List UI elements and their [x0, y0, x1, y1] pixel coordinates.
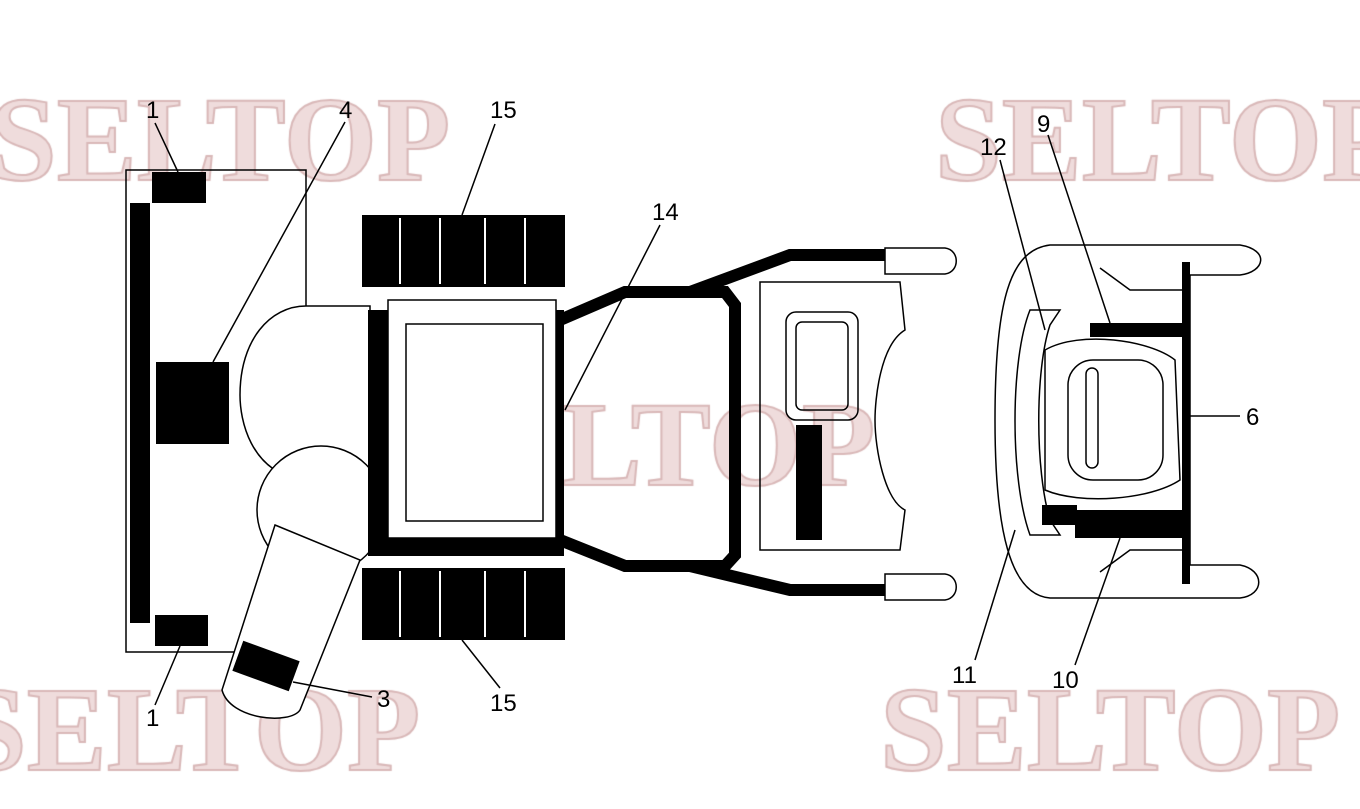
- callout-14: 14: [652, 199, 679, 226]
- machine-top-view: [125, 169, 957, 719]
- decal-3: [232, 640, 300, 692]
- callout-12: 12: [980, 134, 1007, 161]
- decal-4: [156, 362, 229, 444]
- callout-11: 11: [952, 662, 977, 689]
- control-panel: [759, 281, 906, 551]
- decal-9: [1090, 323, 1187, 337]
- front-bar: [130, 203, 150, 623]
- track-bottom: [362, 568, 565, 640]
- decal-10: [1075, 510, 1187, 538]
- panel-window: [1067, 359, 1164, 481]
- callout-9: 9: [1037, 111, 1050, 138]
- callout-1-top: 1: [146, 97, 159, 124]
- engine-cover: [387, 299, 557, 539]
- callout-15-top: 15: [490, 97, 517, 124]
- callout-15-bottom: 15: [490, 690, 517, 717]
- leader-lines: [154, 121, 1240, 706]
- handle-frame: [557, 286, 741, 572]
- chute: [221, 523, 361, 719]
- callout-1-bottom: 1: [146, 705, 159, 732]
- decal-11: [1042, 505, 1077, 525]
- callout-3: 3: [377, 686, 390, 713]
- panel-outline: [994, 244, 1262, 599]
- grip-bottom: [884, 573, 957, 601]
- callout-labels: 1 4 15 14 12 9 6 11 10 3 1 15: [146, 97, 1259, 732]
- callout-4: 4: [339, 97, 352, 124]
- grip-top: [884, 247, 957, 275]
- engine-panel: [405, 323, 544, 522]
- track-top: [362, 215, 565, 287]
- panel-decal: [796, 425, 822, 540]
- decal-1-bottom: [155, 615, 208, 646]
- panel-window: [785, 311, 859, 421]
- control-panel-view: [994, 244, 1262, 599]
- callout-6: 6: [1246, 404, 1259, 431]
- callout-10: 10: [1052, 667, 1079, 694]
- decal-1-top: [152, 172, 206, 203]
